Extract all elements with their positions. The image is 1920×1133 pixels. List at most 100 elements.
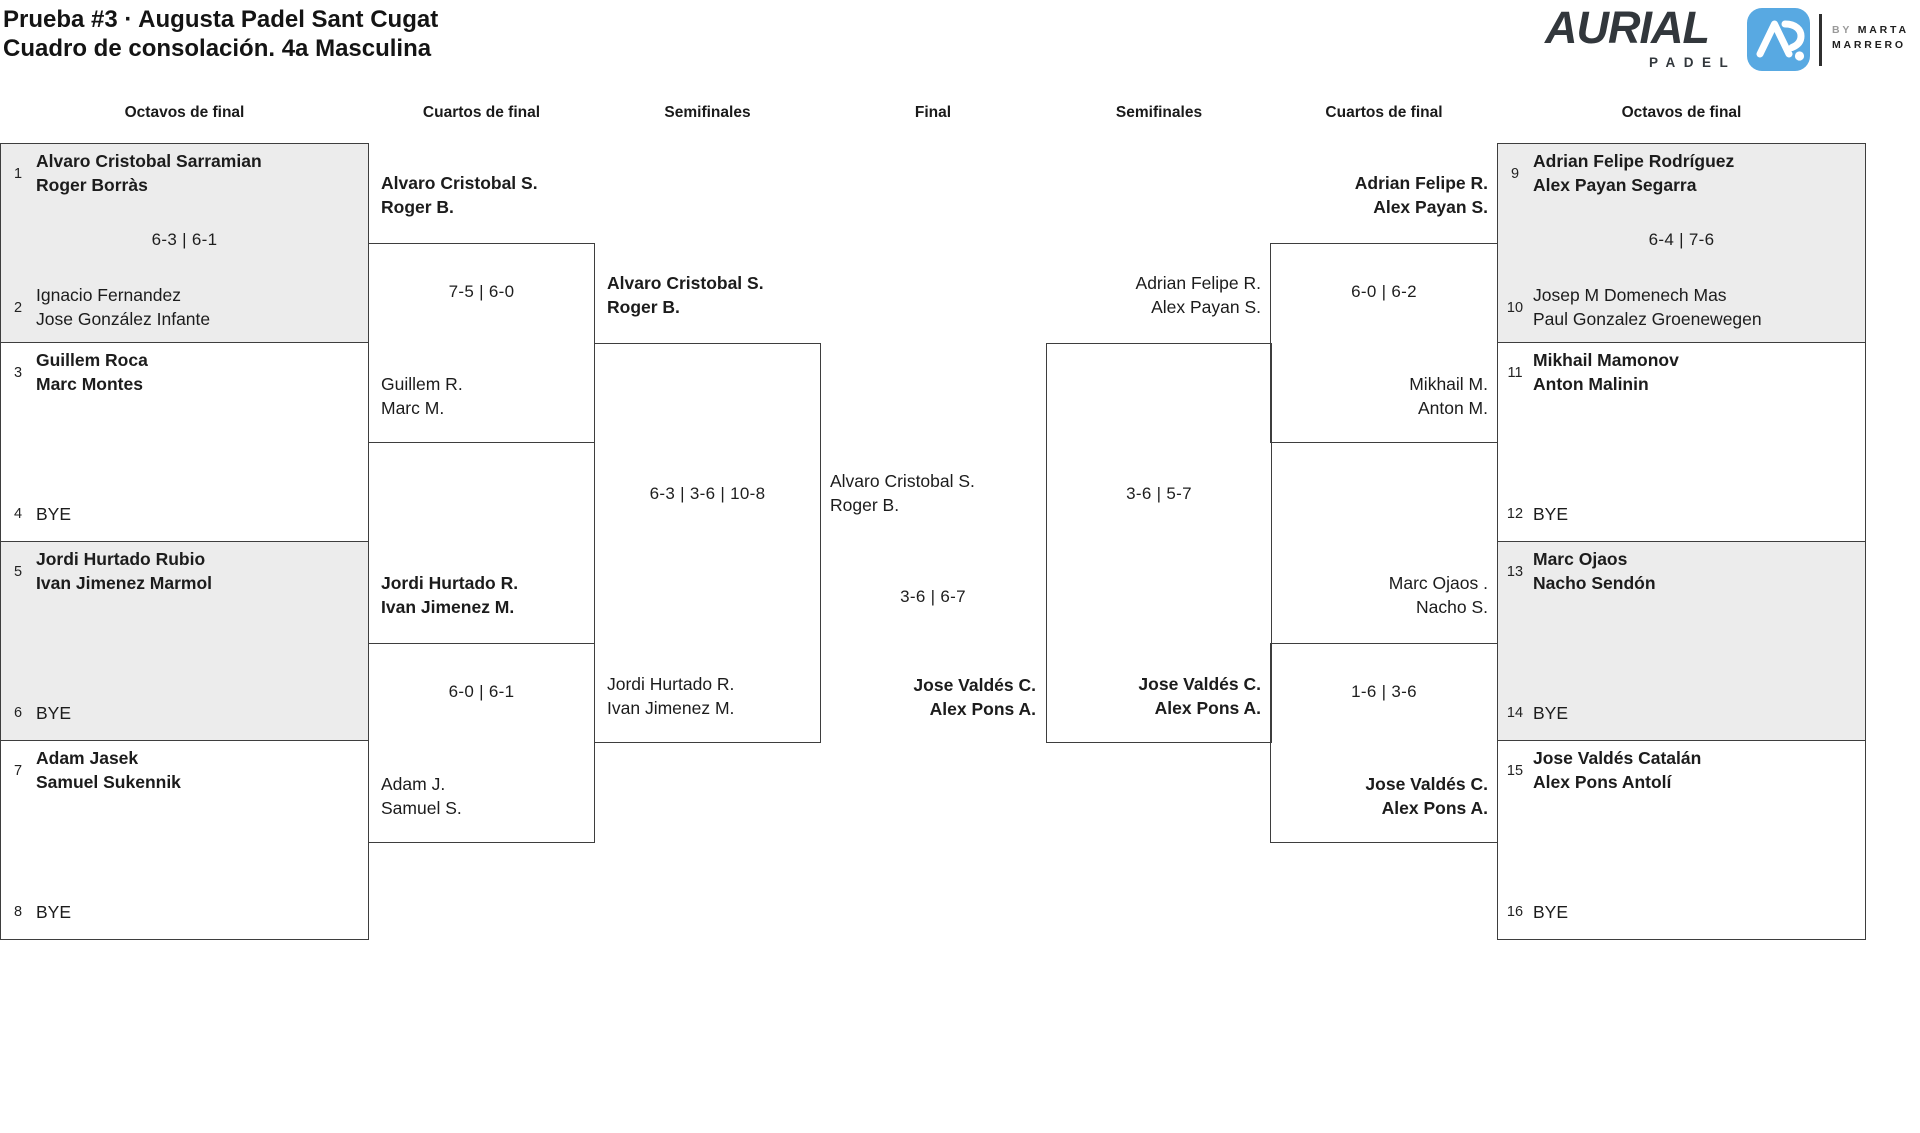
semifinal-right-team1: Adrian Felipe R. Alex Payan S. xyxy=(1135,273,1261,317)
logo-word-padel: PADEL xyxy=(1649,55,1737,70)
round-header-semis-right: Semifinales xyxy=(1115,104,1203,121)
team-names: BYE xyxy=(1533,702,1569,723)
byline-by: BY xyxy=(1832,24,1852,36)
cuartos-right-1-team2: Mikhail M. Anton M. xyxy=(1409,374,1488,418)
final-team2-champion: Jose Valdés C. Alex Pons A. xyxy=(913,675,1036,719)
match-box-cuartos-right-2 xyxy=(1270,643,1498,843)
semifinal-right-team2: Jose Valdés C. Alex Pons A. xyxy=(1138,674,1261,718)
team-row: 10 Josep M Domenech Mas Paul Gonzalez Gr… xyxy=(1504,284,1859,331)
match-score: 6-4 | 7-6 xyxy=(1648,230,1715,249)
final-team1: Alvaro Cristobal S. Roger B. xyxy=(830,471,975,515)
team-row: 9 Adrian Felipe Rodríguez Alex Payan Seg… xyxy=(1504,150,1859,197)
final-score: 3-6 | 6-7 xyxy=(900,587,966,606)
cuartos-left-1-team2: Guillem R. Marc M. xyxy=(381,374,463,418)
seed-number: 3 xyxy=(13,364,23,381)
page-title: Prueba #3 · Augusta Padel Sant Cugat Cua… xyxy=(3,6,439,62)
match-box-cuartos-left-2 xyxy=(368,643,595,843)
team-names: Mikhail Mamonov Anton Malinin xyxy=(1533,350,1679,394)
cuartos-right-1-team1: Adrian Felipe R. Alex Payan S. xyxy=(1354,173,1488,217)
logo-byline: BY MARTA MARRERO xyxy=(1832,23,1909,53)
team-row: 11 Mikhail Mamonov Anton Malinin xyxy=(1504,349,1859,396)
team-names: BYE xyxy=(36,702,72,723)
aurial-logo: AURIAL PADEL BY MARTA MARRERO xyxy=(1545,2,1920,72)
seed-number: 6 xyxy=(13,705,23,722)
team-names: Josep M Domenech Mas Paul Gonzalez Groen… xyxy=(1533,285,1762,329)
team-row: 4 BYE xyxy=(7,503,362,527)
semifinal-right-score: 3-6 | 5-7 xyxy=(1126,484,1192,503)
match-octavos-left-3: 5 Jordi Hurtado Rubio Ivan Jimenez Marmo… xyxy=(1,541,368,740)
aurial-monogram-icon xyxy=(1747,8,1810,71)
team-row: 3 Guillem Roca Marc Montes xyxy=(7,349,362,396)
seed-number: 2 xyxy=(13,299,23,316)
logo-brand-text: AURIAL xyxy=(1545,2,1710,53)
team-row: 7 Adam Jasek Samuel Sukennik xyxy=(7,747,362,794)
match-octavos-left-2: 3 Guillem Roca Marc Montes 4 BYE xyxy=(1,342,368,541)
cuartos-right-1-score: 6-0 | 6-2 xyxy=(1351,282,1417,301)
cuartos-left-2-team1: Jordi Hurtado R. Ivan Jimenez M. xyxy=(381,573,519,617)
seed-number: 5 xyxy=(13,563,23,580)
team-row: 12 BYE xyxy=(1504,503,1859,527)
byline-name-line1: MARTA xyxy=(1857,24,1909,36)
team-names: Jordi Hurtado Rubio Ivan Jimenez Marmol xyxy=(36,549,213,593)
team-row: 14 BYE xyxy=(1504,702,1859,726)
cuartos-right-2-score: 1-6 | 3-6 xyxy=(1351,682,1417,701)
semifinal-left-team1: Alvaro Cristobal S. Roger B. xyxy=(607,273,764,317)
seed-number: 12 xyxy=(1506,506,1524,523)
seed-number: 9 xyxy=(1510,165,1520,182)
semifinal-left-score: 6-3 | 3-6 | 10-8 xyxy=(649,484,766,503)
team-row: 5 Jordi Hurtado Rubio Ivan Jimenez Marmo… xyxy=(7,548,362,595)
round-header-octavos-right: Octavos de final xyxy=(1621,104,1742,121)
round-header-final: Final xyxy=(914,104,952,121)
match-octavos-right-3: 13 Marc Ojaos Nacho Sendón 14 BYE xyxy=(1498,541,1865,740)
team-row: 15 Jose Valdés Catalán Alex Pons Antolí xyxy=(1504,747,1859,794)
match-box-semifinal-left xyxy=(594,343,821,743)
match-score: 6-3 | 6-1 xyxy=(151,230,218,249)
round-header-semis-left: Semifinales xyxy=(664,104,751,121)
match-octavos-right-1: 9 Adrian Felipe Rodríguez Alex Payan Seg… xyxy=(1498,144,1865,342)
team-row: 8 BYE xyxy=(7,901,362,925)
team-row: 1 Alvaro Cristobal Sarramian Roger Borrà… xyxy=(7,150,362,197)
team-row: 2 Ignacio Fernandez Jose González Infant… xyxy=(7,284,362,331)
logo-divider xyxy=(1819,14,1822,66)
team-names: BYE xyxy=(1533,503,1569,524)
seed-number: 4 xyxy=(13,506,23,523)
seed-number: 10 xyxy=(1506,299,1524,316)
seed-number: 16 xyxy=(1506,904,1524,921)
cuartos-right-2-team1: Marc Ojaos . Nacho S. xyxy=(1388,573,1488,617)
byline-name-line2: MARRERO xyxy=(1832,39,1906,51)
round-header-octavos-left: Octavos de final xyxy=(124,104,245,121)
team-names: Adrian Felipe Rodríguez Alex Payan Segar… xyxy=(1533,151,1735,195)
semifinal-left-team2: Jordi Hurtado R. Ivan Jimenez M. xyxy=(607,674,735,718)
seed-number: 14 xyxy=(1506,705,1524,722)
team-names: BYE xyxy=(36,503,72,524)
match-octavos-right-4: 15 Jose Valdés Catalán Alex Pons Antolí … xyxy=(1498,740,1865,939)
seed-number: 11 xyxy=(1507,364,1523,381)
team-names: Guillem Roca Marc Montes xyxy=(36,350,148,394)
cuartos-left-2-team2: Adam J. Samuel S. xyxy=(381,774,462,818)
octavos-right-column: 9 Adrian Felipe Rodríguez Alex Payan Seg… xyxy=(1497,143,1866,940)
team-names: Ignacio Fernandez Jose González Infante xyxy=(36,285,211,329)
match-octavos-right-2: 11 Mikhail Mamonov Anton Malinin 12 BYE xyxy=(1498,342,1865,541)
team-names: Alvaro Cristobal Sarramian Roger Borràs xyxy=(36,151,262,195)
team-row: 16 BYE xyxy=(1504,901,1859,925)
match-octavos-left-4: 7 Adam Jasek Samuel Sukennik 8 BYE xyxy=(1,740,368,939)
round-header-cuartos-left: Cuartos de final xyxy=(422,104,541,121)
cuartos-left-1-score: 7-5 | 6-0 xyxy=(448,282,515,301)
team-names: Adam Jasek Samuel Sukennik xyxy=(36,748,181,792)
team-names: BYE xyxy=(36,901,72,922)
round-header-cuartos-right: Cuartos de final xyxy=(1325,104,1443,121)
seed-number: 8 xyxy=(13,904,23,921)
seed-number: 15 xyxy=(1506,762,1524,779)
seed-number: 13 xyxy=(1506,563,1524,580)
team-row: 13 Marc Ojaos Nacho Sendón xyxy=(1504,548,1859,595)
match-box-semifinal-right xyxy=(1046,343,1272,743)
match-octavos-left-1: 1 Alvaro Cristobal Sarramian Roger Borrà… xyxy=(1,144,368,342)
cuartos-right-2-team2: Jose Valdés C. Alex Pons A. xyxy=(1365,774,1488,818)
cuartos-left-2-score: 6-0 | 6-1 xyxy=(448,682,515,701)
octavos-left-column: 1 Alvaro Cristobal Sarramian Roger Borrà… xyxy=(0,143,369,940)
team-row: 6 BYE xyxy=(7,702,362,726)
team-names: Jose Valdés Catalán Alex Pons Antolí xyxy=(1533,748,1702,792)
team-names: Marc Ojaos Nacho Sendón xyxy=(1533,549,1656,593)
seed-number: 7 xyxy=(13,762,23,779)
